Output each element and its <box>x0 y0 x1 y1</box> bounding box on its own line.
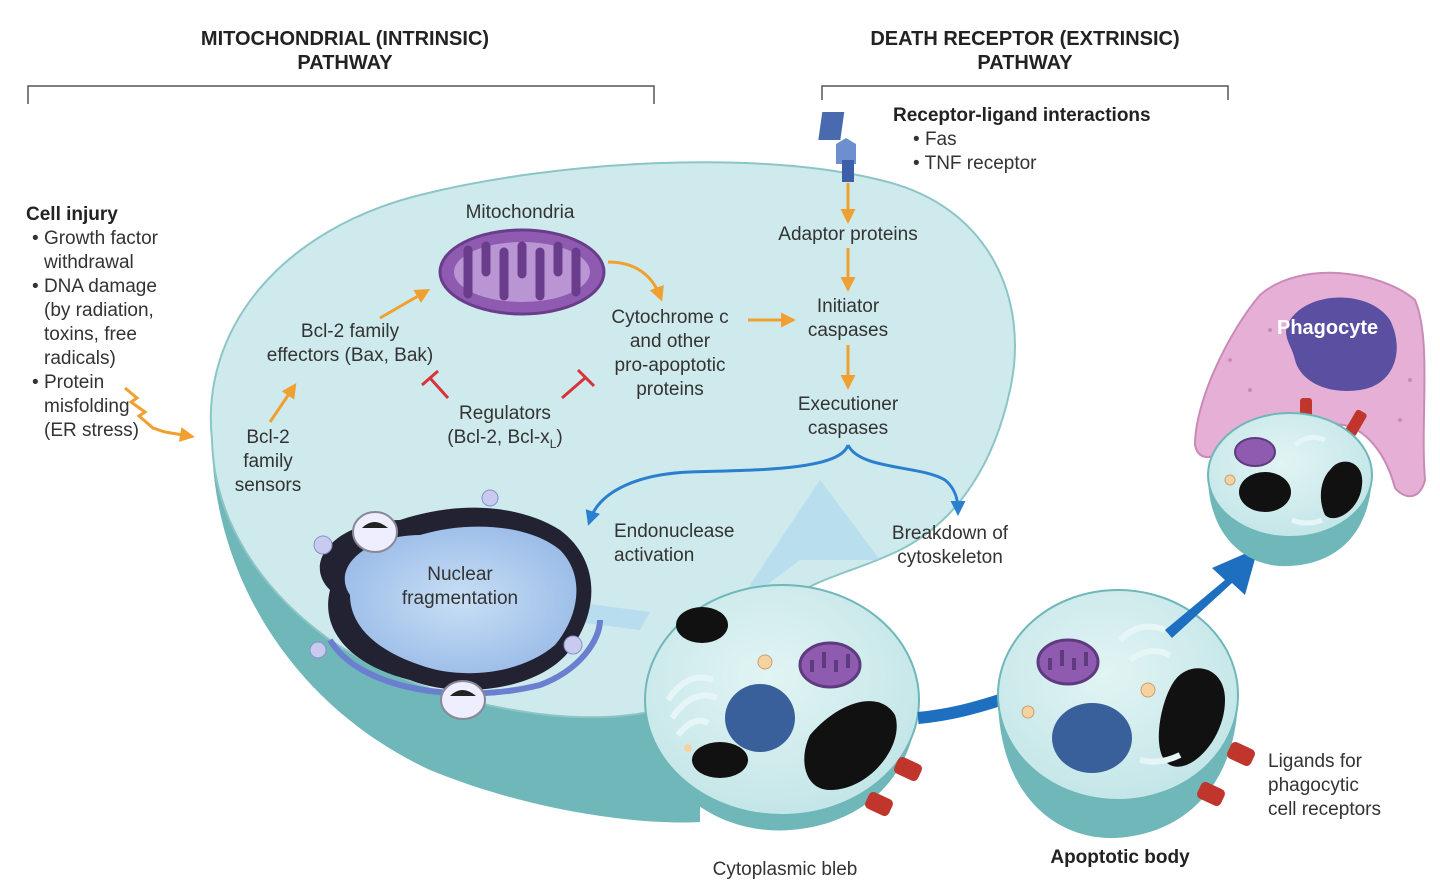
receptor-item-fas: Fas <box>893 128 1151 152</box>
mitochondrion-icon <box>438 228 606 316</box>
engulfed-apoptotic-body <box>1207 412 1373 567</box>
fragmenting-nucleus <box>319 507 603 697</box>
cytochrome-label: Cytochrome c and other pro-apoptotic pro… <box>611 307 729 400</box>
intrinsic-bracket <box>27 85 655 104</box>
inhibition-right <box>561 368 596 400</box>
mitochondria-label: Mitochondria <box>465 202 575 223</box>
extrinsic-header: DEATH RECEPTOR (EXTRINSIC) PATHWAY <box>870 28 1180 74</box>
cytoplasmic-bleb-label: Cytoplasmic bleb <box>712 859 858 880</box>
apoptotic-body <box>997 589 1255 839</box>
injury-item-3: Protein <box>44 371 158 395</box>
membrane-vesicle-2 <box>440 680 486 720</box>
injury-item-2: DNA damage <box>44 275 158 299</box>
cell-injury-title: Cell injury <box>26 204 118 225</box>
adaptor-label: Adaptor proteins <box>778 224 918 245</box>
receptor-block: Receptor-ligand interactions Fas TNF rec… <box>893 104 1151 176</box>
cell-side-wall <box>212 440 700 823</box>
death-receptor-icon <box>818 112 856 182</box>
receptor-title: Receptor-ligand interactions <box>893 105 1151 126</box>
engulfment-arrow <box>1165 548 1258 638</box>
receptor-item-tnf: TNF receptor <box>893 152 1151 176</box>
membrane-vesicle-1 <box>352 511 398 553</box>
intrinsic-header: MITOCHONDRIAL (INTRINSIC) PATHWAY <box>200 28 490 74</box>
regulators-label: Regulators (Bcl-2, Bcl-xL) <box>447 403 563 451</box>
inhibition-left <box>421 369 450 400</box>
injury-item-1: Growth factor <box>44 227 158 251</box>
cytoplasmic-bleb <box>644 584 922 831</box>
phagocyte-label: Phagocyte <box>1277 317 1379 339</box>
extrinsic-bracket <box>821 85 1229 100</box>
apoptotic-body-label: Apoptotic body <box>1050 847 1190 868</box>
cell-injury-block: Cell injury Growth factor withdrawal DNA… <box>26 203 158 443</box>
